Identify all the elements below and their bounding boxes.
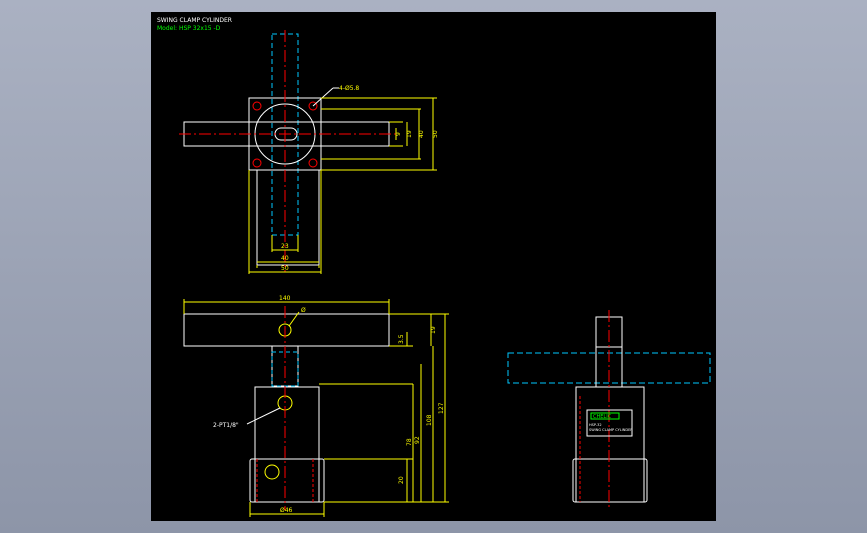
- side-body: [575, 386, 645, 503]
- front-arm: [183, 313, 390, 347]
- top-dims-right: [321, 97, 437, 171]
- nameplate-brand: CHELIC: [593, 414, 612, 420]
- nameplate: [586, 409, 633, 437]
- top-dim-9: 9: [395, 132, 402, 136]
- top-dim-50b: 50: [281, 265, 289, 272]
- front-dim-base: Ø46: [280, 507, 293, 514]
- front-dim-127: 127: [438, 402, 445, 414]
- cad-drawing-canvas: SWING CLAMP CYLINDER Model: HSP 32x15 -D…: [151, 12, 716, 521]
- side-base: [572, 458, 648, 503]
- top-dim-40b: 40: [281, 255, 289, 262]
- mount-hole-br: [308, 158, 318, 168]
- front-dims-right: [319, 313, 449, 503]
- side-view: CHELIC HSP-32 SWING CLAMP CYLINDER: [507, 310, 711, 510]
- nameplate-line2: SWING CLAMP CYLINDER: [589, 428, 633, 432]
- drawing-model: Model: HSP 32x15 -D: [157, 25, 221, 32]
- mount-hole-tl: [252, 101, 262, 111]
- front-dim-140: 140: [279, 295, 291, 302]
- front-port-lower: [264, 464, 280, 480]
- front-dim-3-5: 3.5: [398, 334, 405, 344]
- front-dim-20: 20: [398, 476, 405, 484]
- front-dim-108: 108: [426, 414, 433, 426]
- front-body: [254, 386, 320, 503]
- top-dim-40: 40: [418, 130, 425, 138]
- top-view: 4-Ø5.8 9 19 40 50: [179, 30, 439, 274]
- drawing-title: SWING CLAMP CYLINDER: [157, 17, 232, 24]
- front-hole-callout: Ø: [301, 307, 306, 314]
- top-body: [256, 169, 320, 266]
- front-base: [249, 458, 325, 503]
- top-dim-50: 50: [432, 130, 439, 138]
- hole-callout: 4-Ø5.8: [339, 85, 359, 92]
- drawing-svg: SWING CLAMP CYLINDER Model: HSP 32x15 -D…: [157, 17, 711, 517]
- mount-hole-tr: [308, 101, 318, 111]
- hole-leader: [312, 87, 334, 107]
- front-dim-19: 19: [430, 326, 437, 334]
- front-dim-92: 92: [414, 436, 421, 444]
- mount-hole-bl: [252, 158, 262, 168]
- front-dim-78: 78: [406, 438, 413, 446]
- top-dim-23: 23: [281, 243, 289, 250]
- nameplate-line1: HSP-32: [589, 423, 602, 427]
- front-view: 140 Ø 2-PT1/8" 3.5 19 20 78 92 108 127: [183, 295, 449, 517]
- port-callout: 2-PT1/8": [213, 422, 239, 429]
- top-dim-19: 19: [406, 130, 413, 138]
- top-dims-bottom: [248, 170, 322, 274]
